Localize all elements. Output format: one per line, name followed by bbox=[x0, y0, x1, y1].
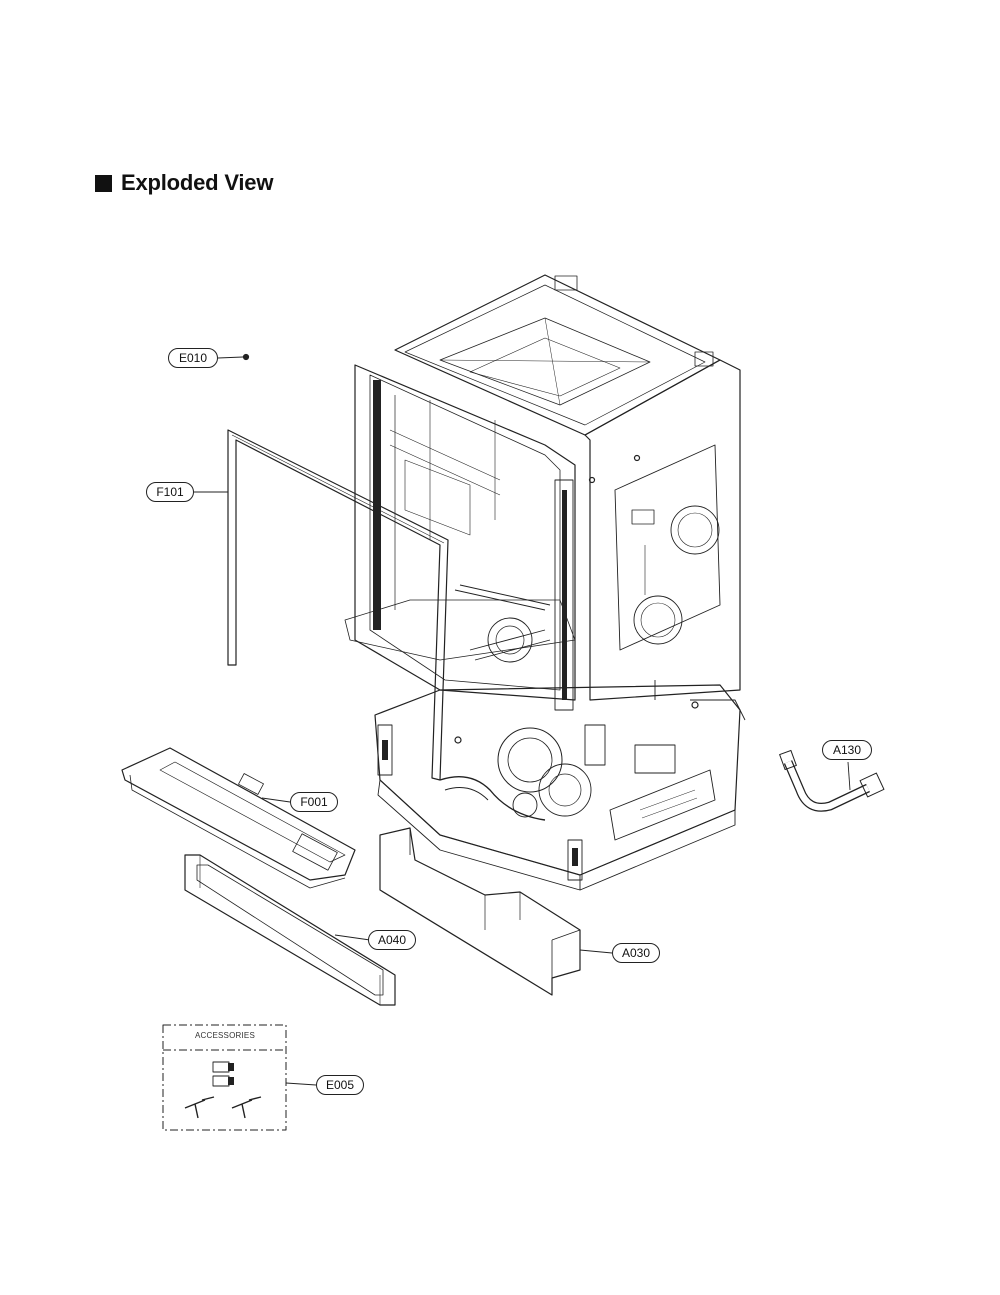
callout-a030: A030 bbox=[612, 943, 660, 963]
callout-f101: F101 bbox=[146, 482, 194, 502]
title-text: Exploded View bbox=[121, 170, 274, 195]
callout-e010: E010 bbox=[168, 348, 218, 368]
drain-hose-a130 bbox=[779, 749, 885, 812]
kick-panel-a030 bbox=[379, 827, 581, 996]
tub-assembly bbox=[344, 274, 741, 711]
page-title: Exploded View bbox=[95, 168, 273, 198]
door-gasket-f101 bbox=[227, 429, 449, 781]
callout-a130: A130 bbox=[822, 740, 872, 760]
callout-e005: E005 bbox=[316, 1075, 364, 1095]
callout-f001: F001 bbox=[290, 792, 338, 812]
leader-lines bbox=[194, 356, 851, 1086]
callout-a040: A040 bbox=[368, 930, 416, 950]
base-assembly bbox=[374, 680, 746, 891]
screw-e010 bbox=[242, 353, 250, 361]
toe-kick-a040 bbox=[184, 854, 396, 1006]
panel-f001 bbox=[121, 747, 356, 889]
title-square-icon bbox=[95, 174, 112, 192]
accessories-label: ACCESSORIES bbox=[195, 1031, 255, 1040]
accessories-box-e005 bbox=[162, 1024, 287, 1131]
